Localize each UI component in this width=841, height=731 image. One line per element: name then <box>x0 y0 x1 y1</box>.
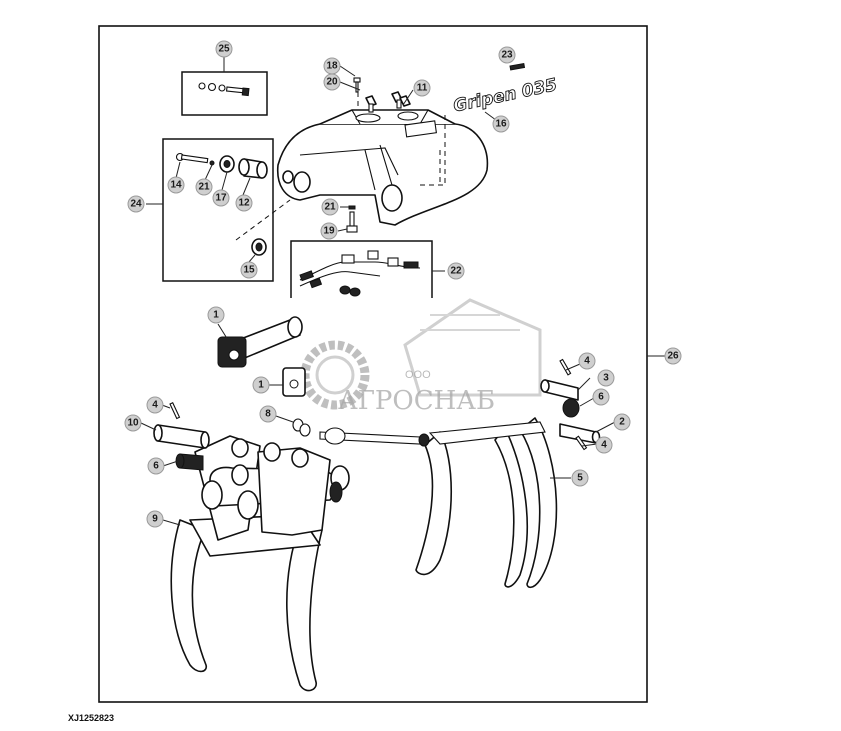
brand-decal-16: Gripen 035 <box>451 75 559 117</box>
assembly-guide-line <box>235 199 291 241</box>
svg-text:12: 12 <box>238 198 250 209</box>
callout-17: 17 <box>212 189 230 207</box>
bolt-19 <box>346 211 358 233</box>
svg-text:18: 18 <box>326 61 338 72</box>
callout-19: 19 <box>320 222 338 240</box>
callout-4-left: 4 <box>146 396 164 414</box>
bolt-25 <box>198 82 250 97</box>
callout-18: 18 <box>323 57 341 75</box>
pin-14 <box>175 152 209 164</box>
callout-23: 23 <box>498 46 516 64</box>
svg-text:3: 3 <box>603 373 609 384</box>
lock-pin-4-upper <box>559 358 572 376</box>
callout-8: 8 <box>259 405 277 423</box>
callout-15: 15 <box>240 261 258 279</box>
svg-text:4: 4 <box>152 400 158 411</box>
callout-22: 22 <box>447 262 465 280</box>
svg-text:15: 15 <box>243 265 255 276</box>
svg-text:17: 17 <box>215 193 227 204</box>
callout-4-lower-right: 4 <box>595 436 613 454</box>
brand-decal-text: Gripen 035 <box>452 75 559 116</box>
svg-text:23: 23 <box>501 50 513 61</box>
washer-21 <box>348 205 356 210</box>
leader-lines <box>140 57 665 526</box>
svg-text:20: 20 <box>326 77 338 88</box>
watermark-name: АГРОСНАБ <box>338 386 495 416</box>
bushing-6-right <box>562 398 580 418</box>
callout-12: 12 <box>235 194 253 212</box>
svg-text:6: 6 <box>598 392 604 403</box>
callout-21: 21 <box>321 198 339 216</box>
callout-11: 11 <box>413 79 431 97</box>
callout-14: 14 <box>167 176 185 194</box>
callout-24: 24 <box>127 195 145 213</box>
agrosnab-watermark: ООО АГРОСНАБ <box>300 298 542 416</box>
svg-text:2: 2 <box>619 417 625 428</box>
callout-25: 25 <box>215 40 233 58</box>
callout-20: 20 <box>323 73 341 91</box>
svg-text:14: 14 <box>170 180 182 191</box>
grapple-jaw-5 <box>415 417 558 589</box>
svg-text:5: 5 <box>577 473 583 484</box>
diagram-frame <box>98 25 648 703</box>
svg-text:9: 9 <box>152 514 158 525</box>
svg-text:22: 22 <box>450 266 462 277</box>
decal-guide <box>420 115 446 186</box>
callout-6-left: 6 <box>147 457 165 475</box>
fitting-guide <box>357 92 441 185</box>
callout-3: 3 <box>597 369 615 387</box>
lock-pin-4-left <box>169 402 181 420</box>
bushing-8 <box>292 418 311 437</box>
svg-text:25: 25 <box>218 44 230 55</box>
svg-text:10: 10 <box>127 418 139 429</box>
grease-fitting-18 <box>353 77 361 93</box>
washer-17 <box>219 155 235 173</box>
kit-box-25 <box>181 71 268 116</box>
svg-text:26: 26 <box>667 351 679 362</box>
callout-10: 10 <box>124 414 142 432</box>
rotator-bracket-11 <box>276 109 489 226</box>
svg-text:11: 11 <box>417 83 428 94</box>
washer-21-kit <box>209 160 215 166</box>
svg-text:24: 24 <box>130 199 142 210</box>
svg-text:4: 4 <box>584 356 590 367</box>
kit-box-24 <box>162 138 274 282</box>
callout-1-upper: 1 <box>207 306 225 324</box>
link-shaft-eye <box>324 427 346 445</box>
bushing-6-left <box>175 453 204 471</box>
callout-21-kit: 21 <box>195 178 213 196</box>
grapple-jaw-9 <box>170 435 350 692</box>
svg-text:19: 19 <box>323 226 335 237</box>
kit-box-22 <box>290 240 433 298</box>
callout-6-right: 6 <box>592 388 610 406</box>
callout-1-lower: 1 <box>252 376 270 394</box>
callout-26: 26 <box>664 347 682 365</box>
svg-text:4: 4 <box>601 440 607 451</box>
link-shaft-end <box>418 433 430 447</box>
pin-10 <box>153 424 210 449</box>
svg-text:16: 16 <box>495 119 507 130</box>
svg-text:6: 6 <box>153 461 159 472</box>
pin-3 <box>540 379 579 401</box>
callout-2: 2 <box>613 413 631 431</box>
hose-kit-22 <box>299 250 421 297</box>
callout-16: 16 <box>492 115 510 133</box>
callout-9: 9 <box>146 510 164 528</box>
hydraulic-cylinder-1-upper <box>217 316 303 368</box>
figure-code: XJ1252823 <box>68 713 115 723</box>
hydraulic-cylinder-1-lower <box>282 367 306 397</box>
bushing-12 <box>238 158 268 179</box>
svg-text:1: 1 <box>258 380 264 391</box>
decal-strip-23 <box>509 62 526 71</box>
callout-5: 5 <box>571 469 589 487</box>
svg-text:21: 21 <box>198 182 210 193</box>
hydraulic-fittings <box>365 91 411 113</box>
callout-4-upper-right: 4 <box>578 352 596 370</box>
bushing-15 <box>251 238 267 256</box>
svg-text:8: 8 <box>265 409 271 420</box>
svg-text:21: 21 <box>324 202 336 213</box>
svg-text:1: 1 <box>213 310 219 321</box>
watermark-prefix: ООО <box>405 369 431 381</box>
